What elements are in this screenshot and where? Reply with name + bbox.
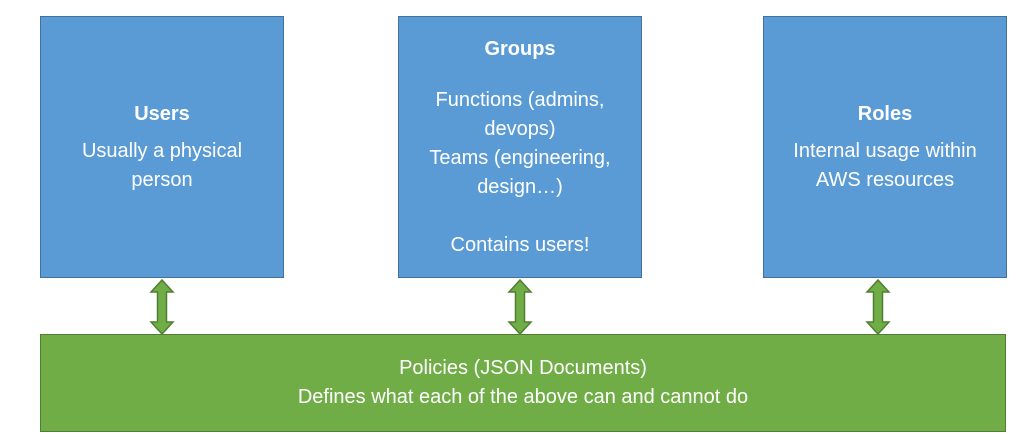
groups-description-line-4: design…) (477, 176, 563, 198)
users-description-line-1: Usually a physical (81, 139, 243, 162)
roles-description-line-2: AWS resources (815, 168, 955, 191)
groups-description-line-3: Teams (engineering, (429, 147, 611, 169)
groups-description-line-2: devops) (484, 118, 556, 140)
users-description-line-2: person (131, 168, 193, 191)
users-box: Users Usually a physical person (40, 16, 284, 278)
users-title: Users (134, 102, 190, 125)
groups-description-line-1: Functions (admins, (435, 89, 605, 111)
roles-description-line-1: Internal usage within (793, 139, 977, 162)
users-policies-double-arrow-icon (149, 279, 175, 335)
policies-description: Defines what each of the above can and c… (297, 386, 749, 408)
roles-box: Roles Internal usage within AWS resource… (763, 16, 1007, 278)
roles-policies-double-arrow-icon (865, 279, 891, 335)
groups-policies-double-arrow-icon (507, 279, 533, 335)
policies-box: Policies (JSON Documents) Defines what e… (40, 334, 1006, 432)
roles-title: Roles (857, 102, 913, 125)
groups-note: Contains users! (450, 234, 590, 256)
groups-box: Groups Functions (admins, devops) Teams … (398, 16, 642, 278)
groups-title: Groups (484, 38, 556, 60)
policies-title: Policies (JSON Documents) (399, 357, 647, 379)
